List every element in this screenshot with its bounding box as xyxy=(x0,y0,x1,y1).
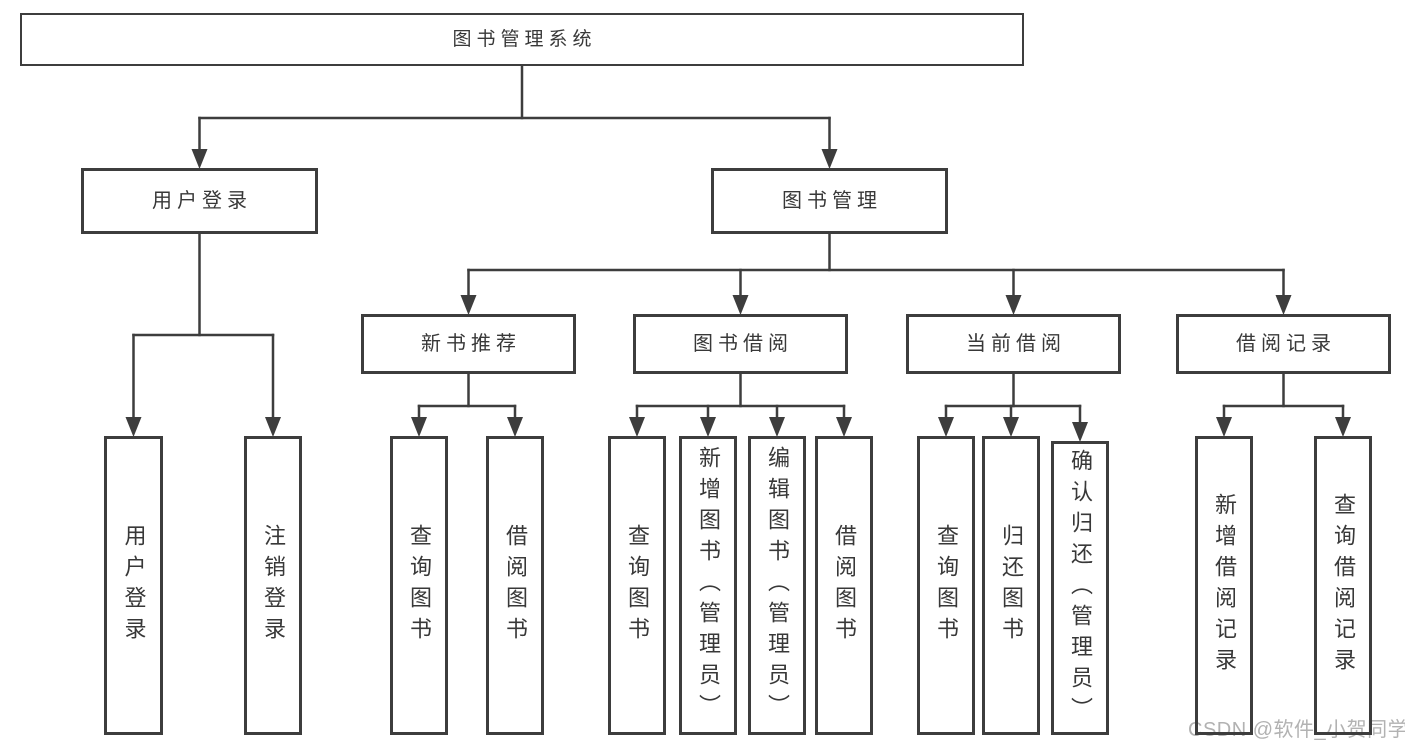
node-label: 新增借阅记录 xyxy=(1212,492,1237,679)
node-leaf-query-book-2: 查询图书 xyxy=(608,436,666,735)
node-label: 图书管理 xyxy=(782,190,882,212)
arrowhead-icon xyxy=(460,295,477,315)
node-new-book-rec: 新书推荐 xyxy=(361,314,576,374)
node-leaf-add-borrow-record: 新增借阅记录 xyxy=(1195,436,1253,735)
node-label: 注销登录 xyxy=(261,523,286,648)
arrowhead-icon xyxy=(938,417,954,437)
node-root: 图书管理系统 xyxy=(20,13,1024,66)
node-book-mgmt: 图书管理 xyxy=(711,168,948,234)
node-leaf-query-book-1: 查询图书 xyxy=(390,436,448,735)
node-label: 用户登录 xyxy=(121,523,147,648)
node-leaf-user-login: 用户登录 xyxy=(104,436,163,735)
arrowhead-icon xyxy=(700,417,716,437)
arrowhead-icon xyxy=(265,417,281,437)
node-label: 借阅记录 xyxy=(1236,333,1336,355)
csdn-watermark: CSDN @软件_小贺同学 xyxy=(1188,719,1405,741)
node-label: 查询图书 xyxy=(934,523,959,648)
node-leaf-query-book-3: 查询图书 xyxy=(917,436,975,735)
node-leaf-query-borrow-record: 查询借阅记录 xyxy=(1314,436,1372,735)
node-book-borrow: 图书借阅 xyxy=(633,314,848,374)
arrowhead-icon xyxy=(411,417,427,437)
node-leaf-logout: 注销登录 xyxy=(244,436,302,735)
node-label: 编辑图书（管理员） xyxy=(765,446,790,725)
arrowhead-icon xyxy=(125,417,142,437)
node-leaf-borrow-book-2: 借阅图书 xyxy=(815,436,873,735)
node-label: 查询图书 xyxy=(625,523,650,648)
node-label: 当前借阅 xyxy=(966,333,1066,355)
arrowhead-icon xyxy=(629,417,645,437)
node-label: 借阅图书 xyxy=(503,523,528,648)
node-borrow-records: 借阅记录 xyxy=(1176,314,1391,374)
node-label: 借阅图书 xyxy=(832,523,857,648)
arrowhead-icon xyxy=(732,295,749,315)
arrowhead-icon xyxy=(1216,417,1232,437)
arrowhead-icon xyxy=(1275,295,1292,315)
node-label: 图书借阅 xyxy=(693,333,793,355)
node-leaf-edit-book: 编辑图书（管理员） xyxy=(748,436,806,735)
arrowhead-icon xyxy=(1005,295,1022,315)
node-label: 查询借阅记录 xyxy=(1331,492,1356,679)
node-label: 新书推荐 xyxy=(421,333,521,355)
arrowhead-icon xyxy=(769,417,785,437)
node-label: 图书管理系统 xyxy=(452,29,597,50)
node-leaf-add-book: 新增图书（管理员） xyxy=(679,436,737,735)
node-leaf-confirm-return: 确认归还（管理员） xyxy=(1051,441,1109,735)
arrowhead-icon xyxy=(507,417,523,437)
arrowhead-icon xyxy=(821,149,838,169)
node-leaf-borrow-book-1: 借阅图书 xyxy=(486,436,544,735)
arrowhead-icon xyxy=(1003,417,1019,437)
arrowhead-icon xyxy=(191,149,208,169)
node-label: 新增图书（管理员） xyxy=(696,446,721,725)
node-leaf-return-book: 归还图书 xyxy=(982,436,1040,735)
arrowhead-icon xyxy=(1072,422,1088,442)
node-label: 查询图书 xyxy=(407,523,432,648)
node-user-login: 用户登录 xyxy=(81,168,318,234)
arrowhead-icon xyxy=(836,417,852,437)
node-label: 确认归还（管理员） xyxy=(1068,448,1093,728)
node-label: 用户登录 xyxy=(152,190,252,212)
node-label: 归还图书 xyxy=(999,523,1024,648)
arrowhead-icon xyxy=(1335,417,1351,437)
node-current-borrow: 当前借阅 xyxy=(906,314,1121,374)
